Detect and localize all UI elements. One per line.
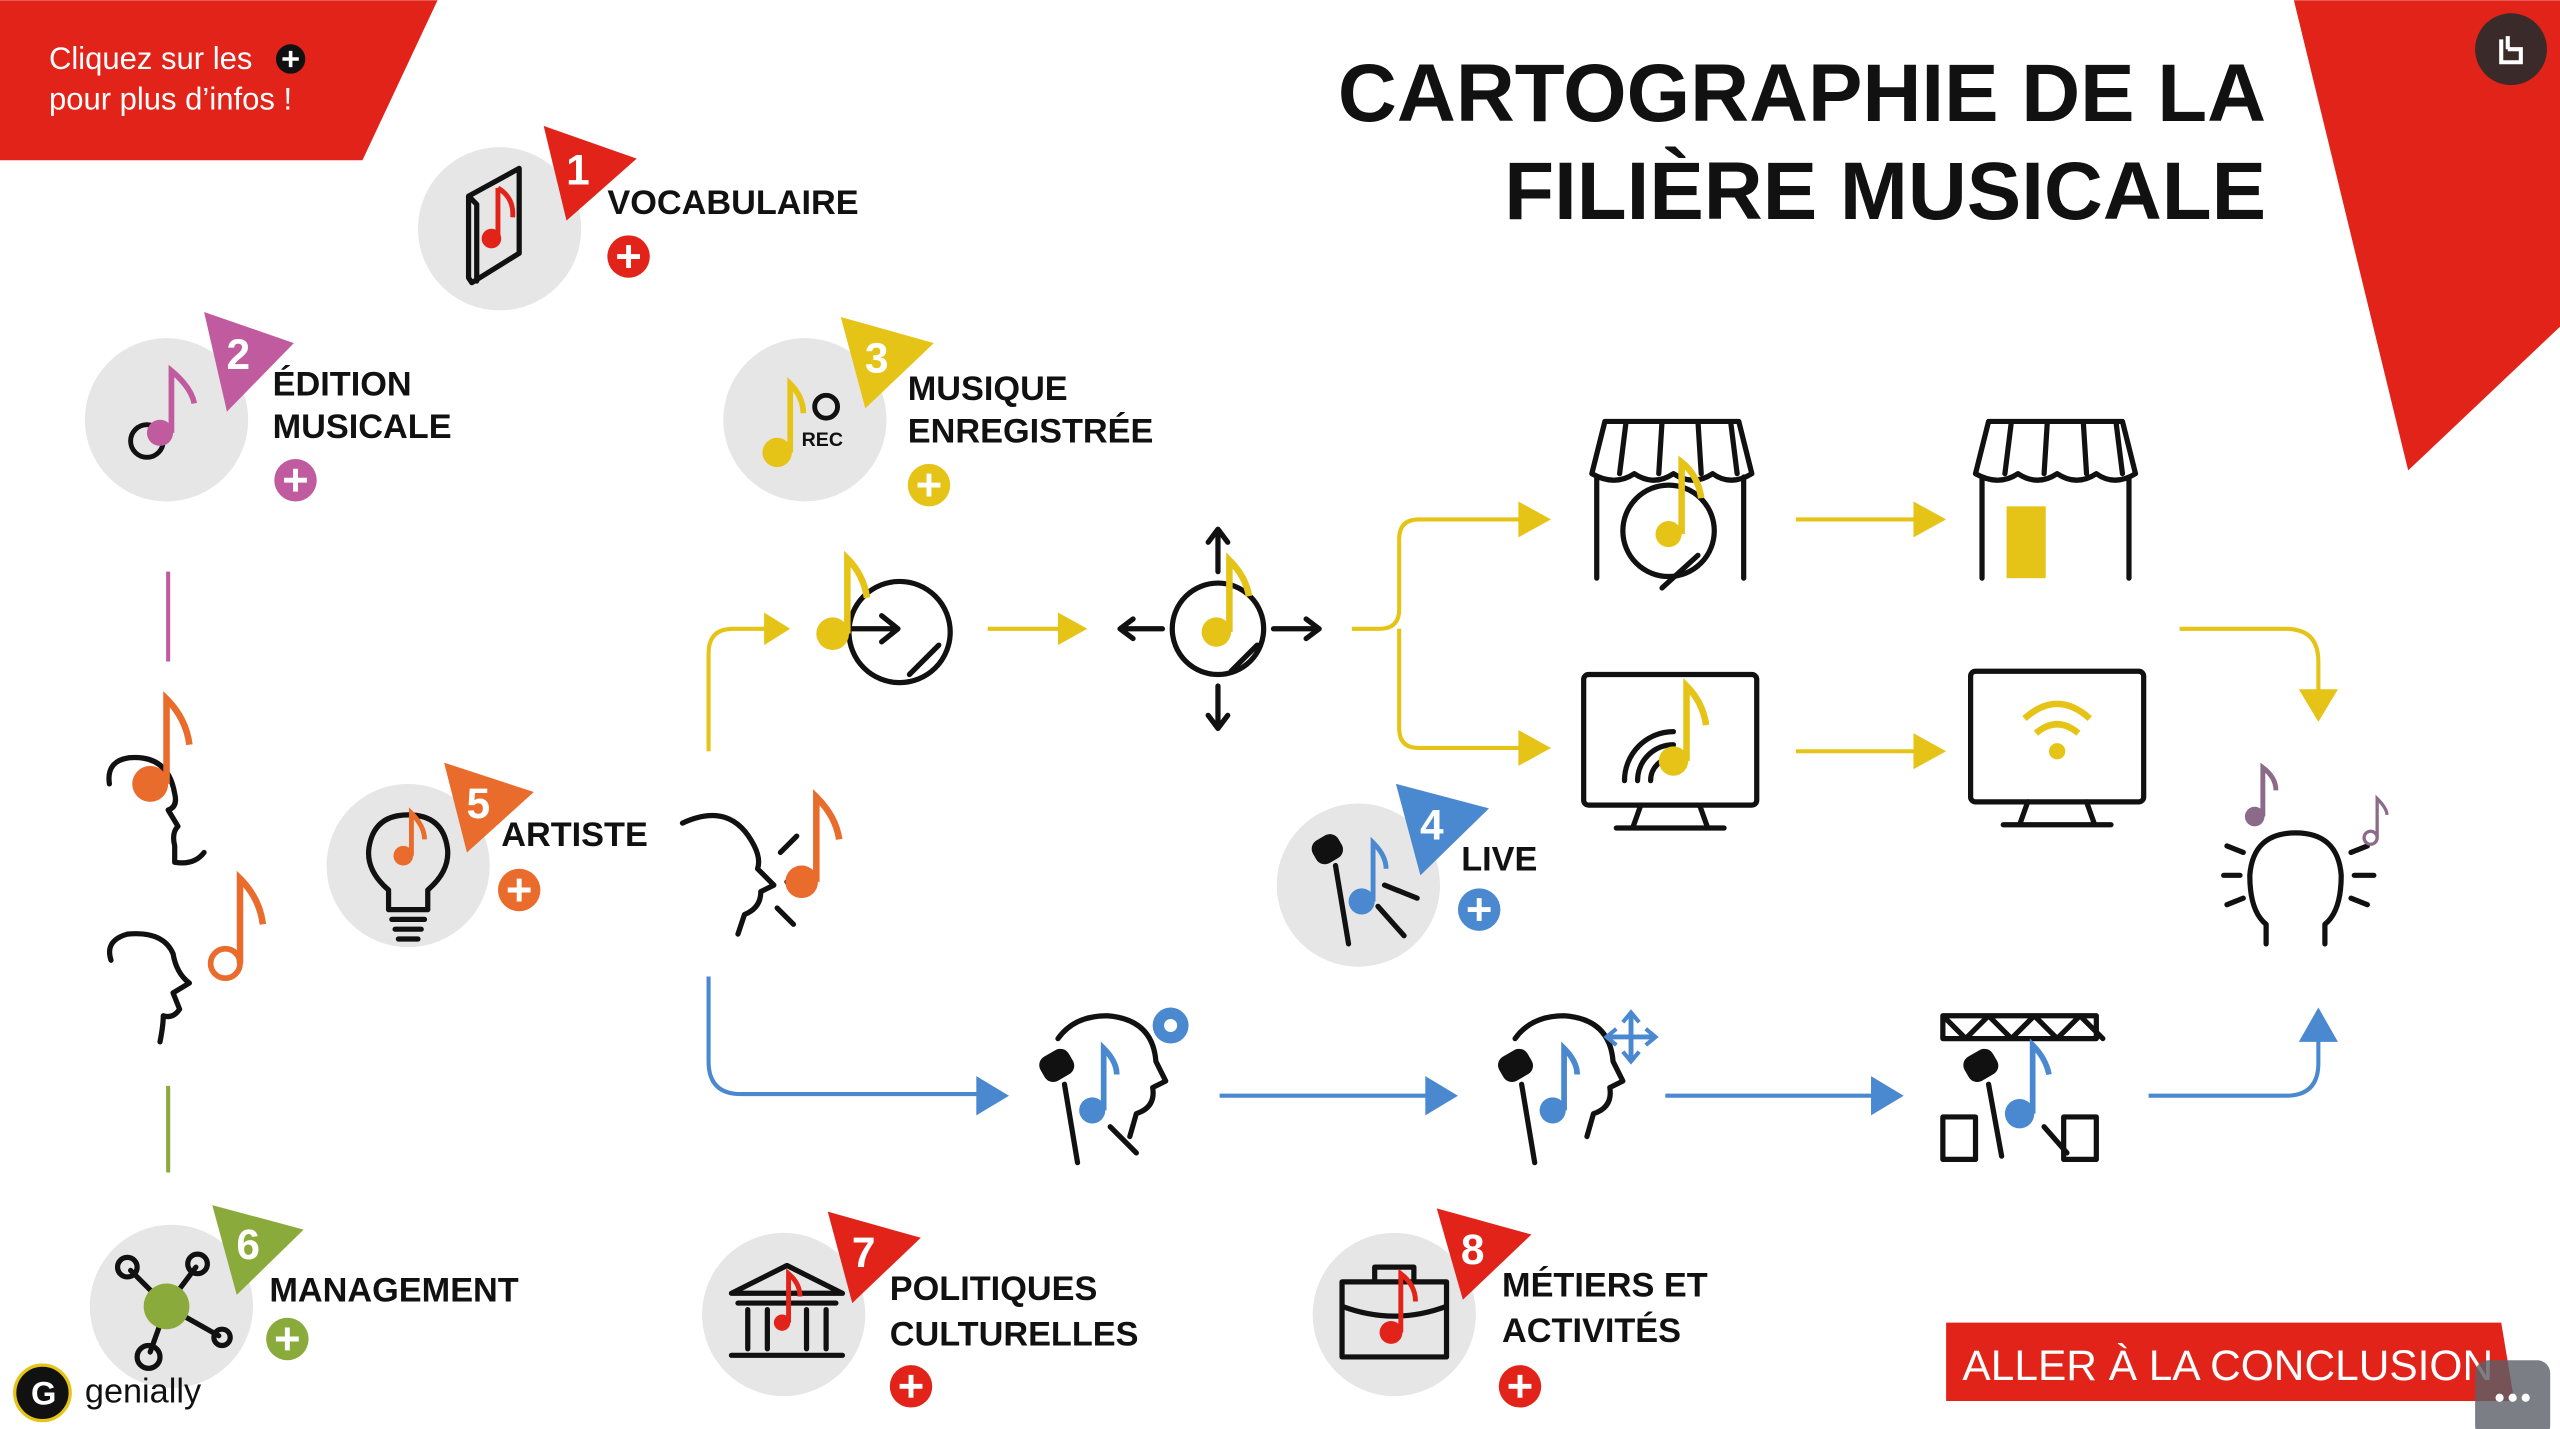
artist-settings-icon [1039,1007,1189,1166]
artist-tour-icon [1498,1009,1659,1166]
hint-banner: Cliquez sur les pour plus d’infos ! [0,0,438,161]
node-number: 1 [566,147,590,194]
note-rec-icon: REC [762,376,843,468]
node-label: MANAGEMENT [269,1271,518,1309]
node-number: 7 [852,1229,876,1276]
microphone-icon [1311,834,1420,947]
brand-name: genially [85,1373,202,1411]
node-politiques-culturelles: 7 POLITIQUES CULTURELLES [702,1211,1139,1408]
book-music-icon [465,165,522,286]
info-plus-button[interactable] [889,1365,933,1408]
page-title-line1: CARTOGRAPHIE DE LA [1338,48,2266,139]
conclusion-button-label: ALLER À LA CONCLUSION [1962,1342,2493,1389]
node-number: 8 [1461,1226,1485,1273]
node-label: MUSIQUE [908,370,1068,408]
singer-head-icon [679,789,843,937]
node-number: 6 [236,1221,260,1268]
page-title-line2: FILIÈRE MUSICALE [1504,146,2266,237]
more-options-button[interactable] [2475,1360,2551,1429]
node-musique-enregistree: REC 3 MUSIQUE ENREGISTRÉE [723,316,1154,507]
info-plus-button[interactable] [1498,1365,1542,1408]
hint-text-line1: Cliquez sur les [49,41,252,76]
recorded-flow [706,501,2338,770]
node-label: ARTISTE [501,816,648,854]
record-shop-icon [1589,418,1755,591]
network-icon [114,1251,233,1371]
node-label: CULTURELLES [890,1316,1139,1354]
distribution-icon [1117,526,1322,731]
go-to-conclusion-button[interactable]: ALLER À LA CONCLUSION [1946,1322,2515,1402]
node-artiste: 5 ARTISTE [326,762,648,948]
node-vocabulaire: 1 VOCABULAIRE [417,125,859,311]
institution-icon [728,1262,846,1358]
node-label: ACTIVITÉS [1502,1310,1681,1350]
info-plus-button[interactable] [907,463,951,507]
info-plus-button[interactable] [266,1317,309,1361]
node-metiers-activites: 8 MÉTIERS ET ACTIVITÉS [1312,1208,1708,1408]
head-note-icon [106,870,267,1045]
node-live: 4 LIVE [1276,783,1537,967]
corner-decoration [2293,0,2560,471]
fullscreen-button[interactable] [2475,13,2547,86]
node-number: 2 [227,331,251,378]
info-plus-button[interactable] [1457,888,1501,931]
node-label: MÉTIERS ET [1502,1265,1708,1305]
node-label: LIVE [1461,840,1537,878]
rec-text: REC [802,429,843,451]
listener-head-icon [2221,762,2389,947]
shop-icon [1972,418,2139,581]
wifi-monitor-icon [1968,668,2147,828]
live-flow [706,976,2338,1116]
info-plus-button[interactable] [607,235,650,278]
node-number: 5 [467,780,491,827]
note-copyright-icon [128,364,198,460]
briefcase-icon [1339,1264,1450,1360]
stage-icon [1940,1013,2106,1163]
node-management: 6 MANAGEMENT [89,1205,519,1388]
node-label: MUSICALE [273,408,452,446]
plus-icon [275,44,306,74]
node-number: 4 [1420,801,1444,848]
vinyl-record-icon [816,550,953,686]
node-label: ÉDITION [273,363,412,403]
node-label: POLITIQUES [890,1270,1098,1308]
node-number: 3 [865,334,889,381]
node-edition-musicale: 2 ÉDITION MUSICALE [84,312,452,502]
head-note-icon [106,691,207,866]
node-label: VOCABULAIRE [607,184,858,222]
hand-pointer-icon [2499,36,2523,65]
genially-logo[interactable]: G genially [13,1363,202,1423]
info-plus-button[interactable] [497,868,541,912]
svg-text:G: G [31,1374,56,1411]
info-plus-button[interactable] [274,458,317,502]
node-label: ENREGISTRÉE [908,411,1154,451]
hint-text-line2: pour plus d’infos ! [49,82,292,117]
streaming-monitor-icon [1581,671,1760,831]
lightbulb-icon [365,807,451,942]
